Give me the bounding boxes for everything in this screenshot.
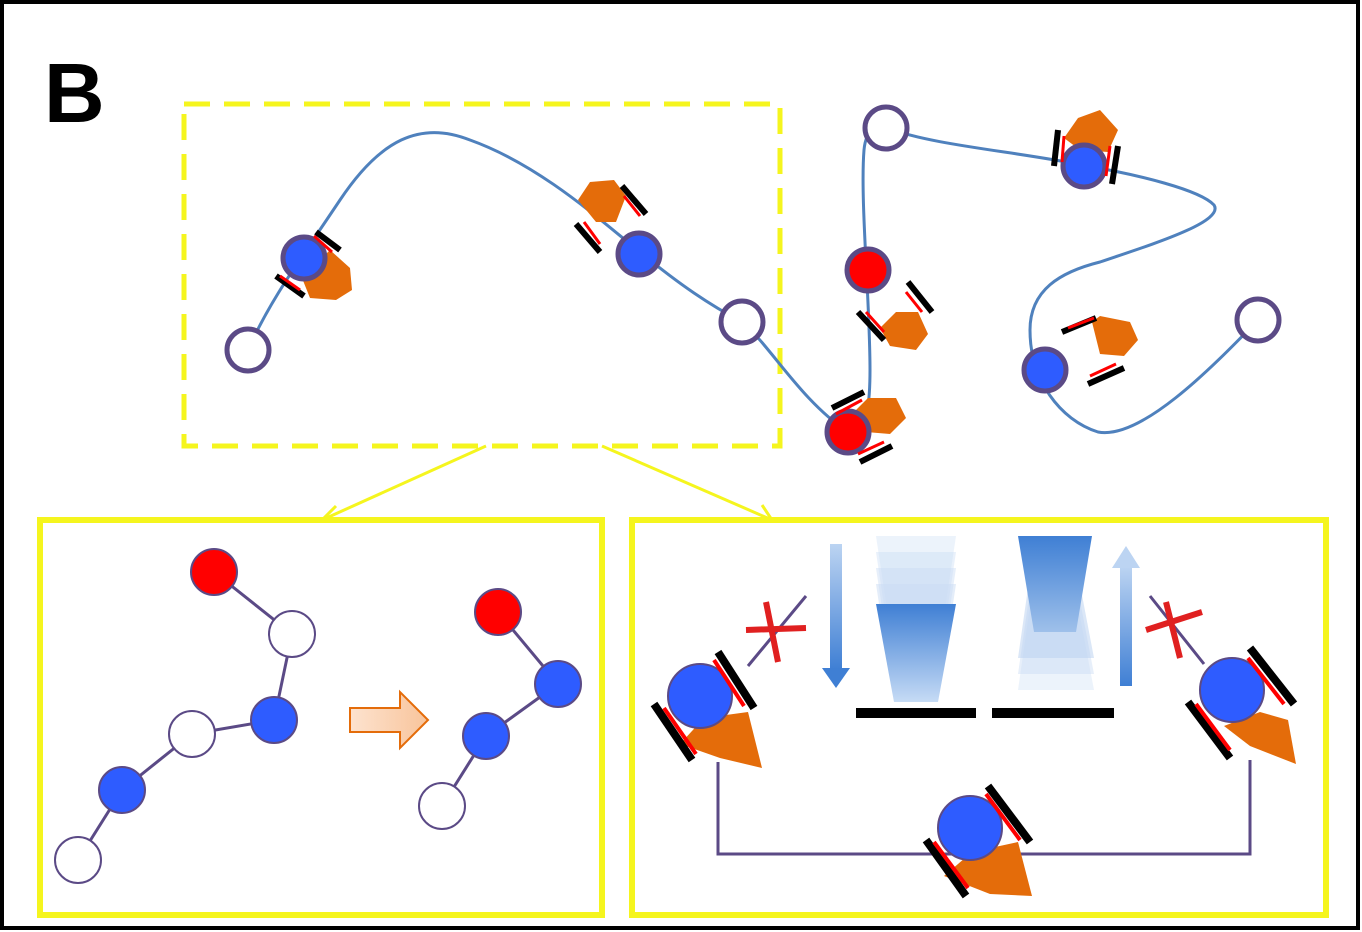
motor-clamp-icon	[650, 649, 762, 768]
motor-clamp-icon	[922, 783, 1034, 899]
motor-clamp-icon	[274, 229, 352, 300]
node-white	[268, 610, 316, 658]
motor-clamp-icon	[855, 280, 935, 350]
chain-strand	[246, 123, 1260, 436]
node-white	[54, 836, 102, 884]
ascending-block	[1018, 536, 1094, 690]
node-white	[862, 104, 910, 152]
descending-block	[876, 536, 956, 702]
motor-clamp-icon	[1051, 110, 1121, 190]
x-cross-icon	[1145, 595, 1206, 665]
node-blue	[98, 766, 146, 814]
node-white	[1234, 296, 1282, 344]
node-white	[224, 326, 272, 374]
node-red	[844, 246, 892, 294]
down-arrow-icon	[822, 544, 850, 688]
node-red	[190, 548, 238, 596]
node-blue	[615, 230, 663, 278]
motor-clamp-icon	[1184, 645, 1298, 764]
motor-clamp-icon	[1060, 315, 1138, 387]
panel-label: B	[44, 46, 105, 140]
zoom-arrow-right	[601, 444, 775, 522]
motor-clamp-icon	[824, 389, 906, 465]
zoom-arrow-left	[318, 444, 487, 523]
black-bar-icon	[992, 708, 1114, 718]
node-red	[474, 588, 522, 636]
right-arrow-icon	[349, 689, 430, 751]
x-cross-icon	[745, 595, 808, 667]
node-blue	[1021, 346, 1069, 394]
highlight-region	[181, 101, 783, 449]
inset-panel-left	[37, 517, 605, 918]
up-arrow-icon	[1112, 546, 1140, 686]
node-white	[168, 710, 216, 758]
black-bar-icon	[856, 708, 976, 718]
node-blue	[534, 660, 582, 708]
motor-clamp-icon	[573, 180, 649, 254]
node-white	[418, 782, 466, 830]
node-blue	[462, 712, 510, 760]
node-blue	[250, 696, 298, 744]
node-white	[718, 298, 766, 346]
